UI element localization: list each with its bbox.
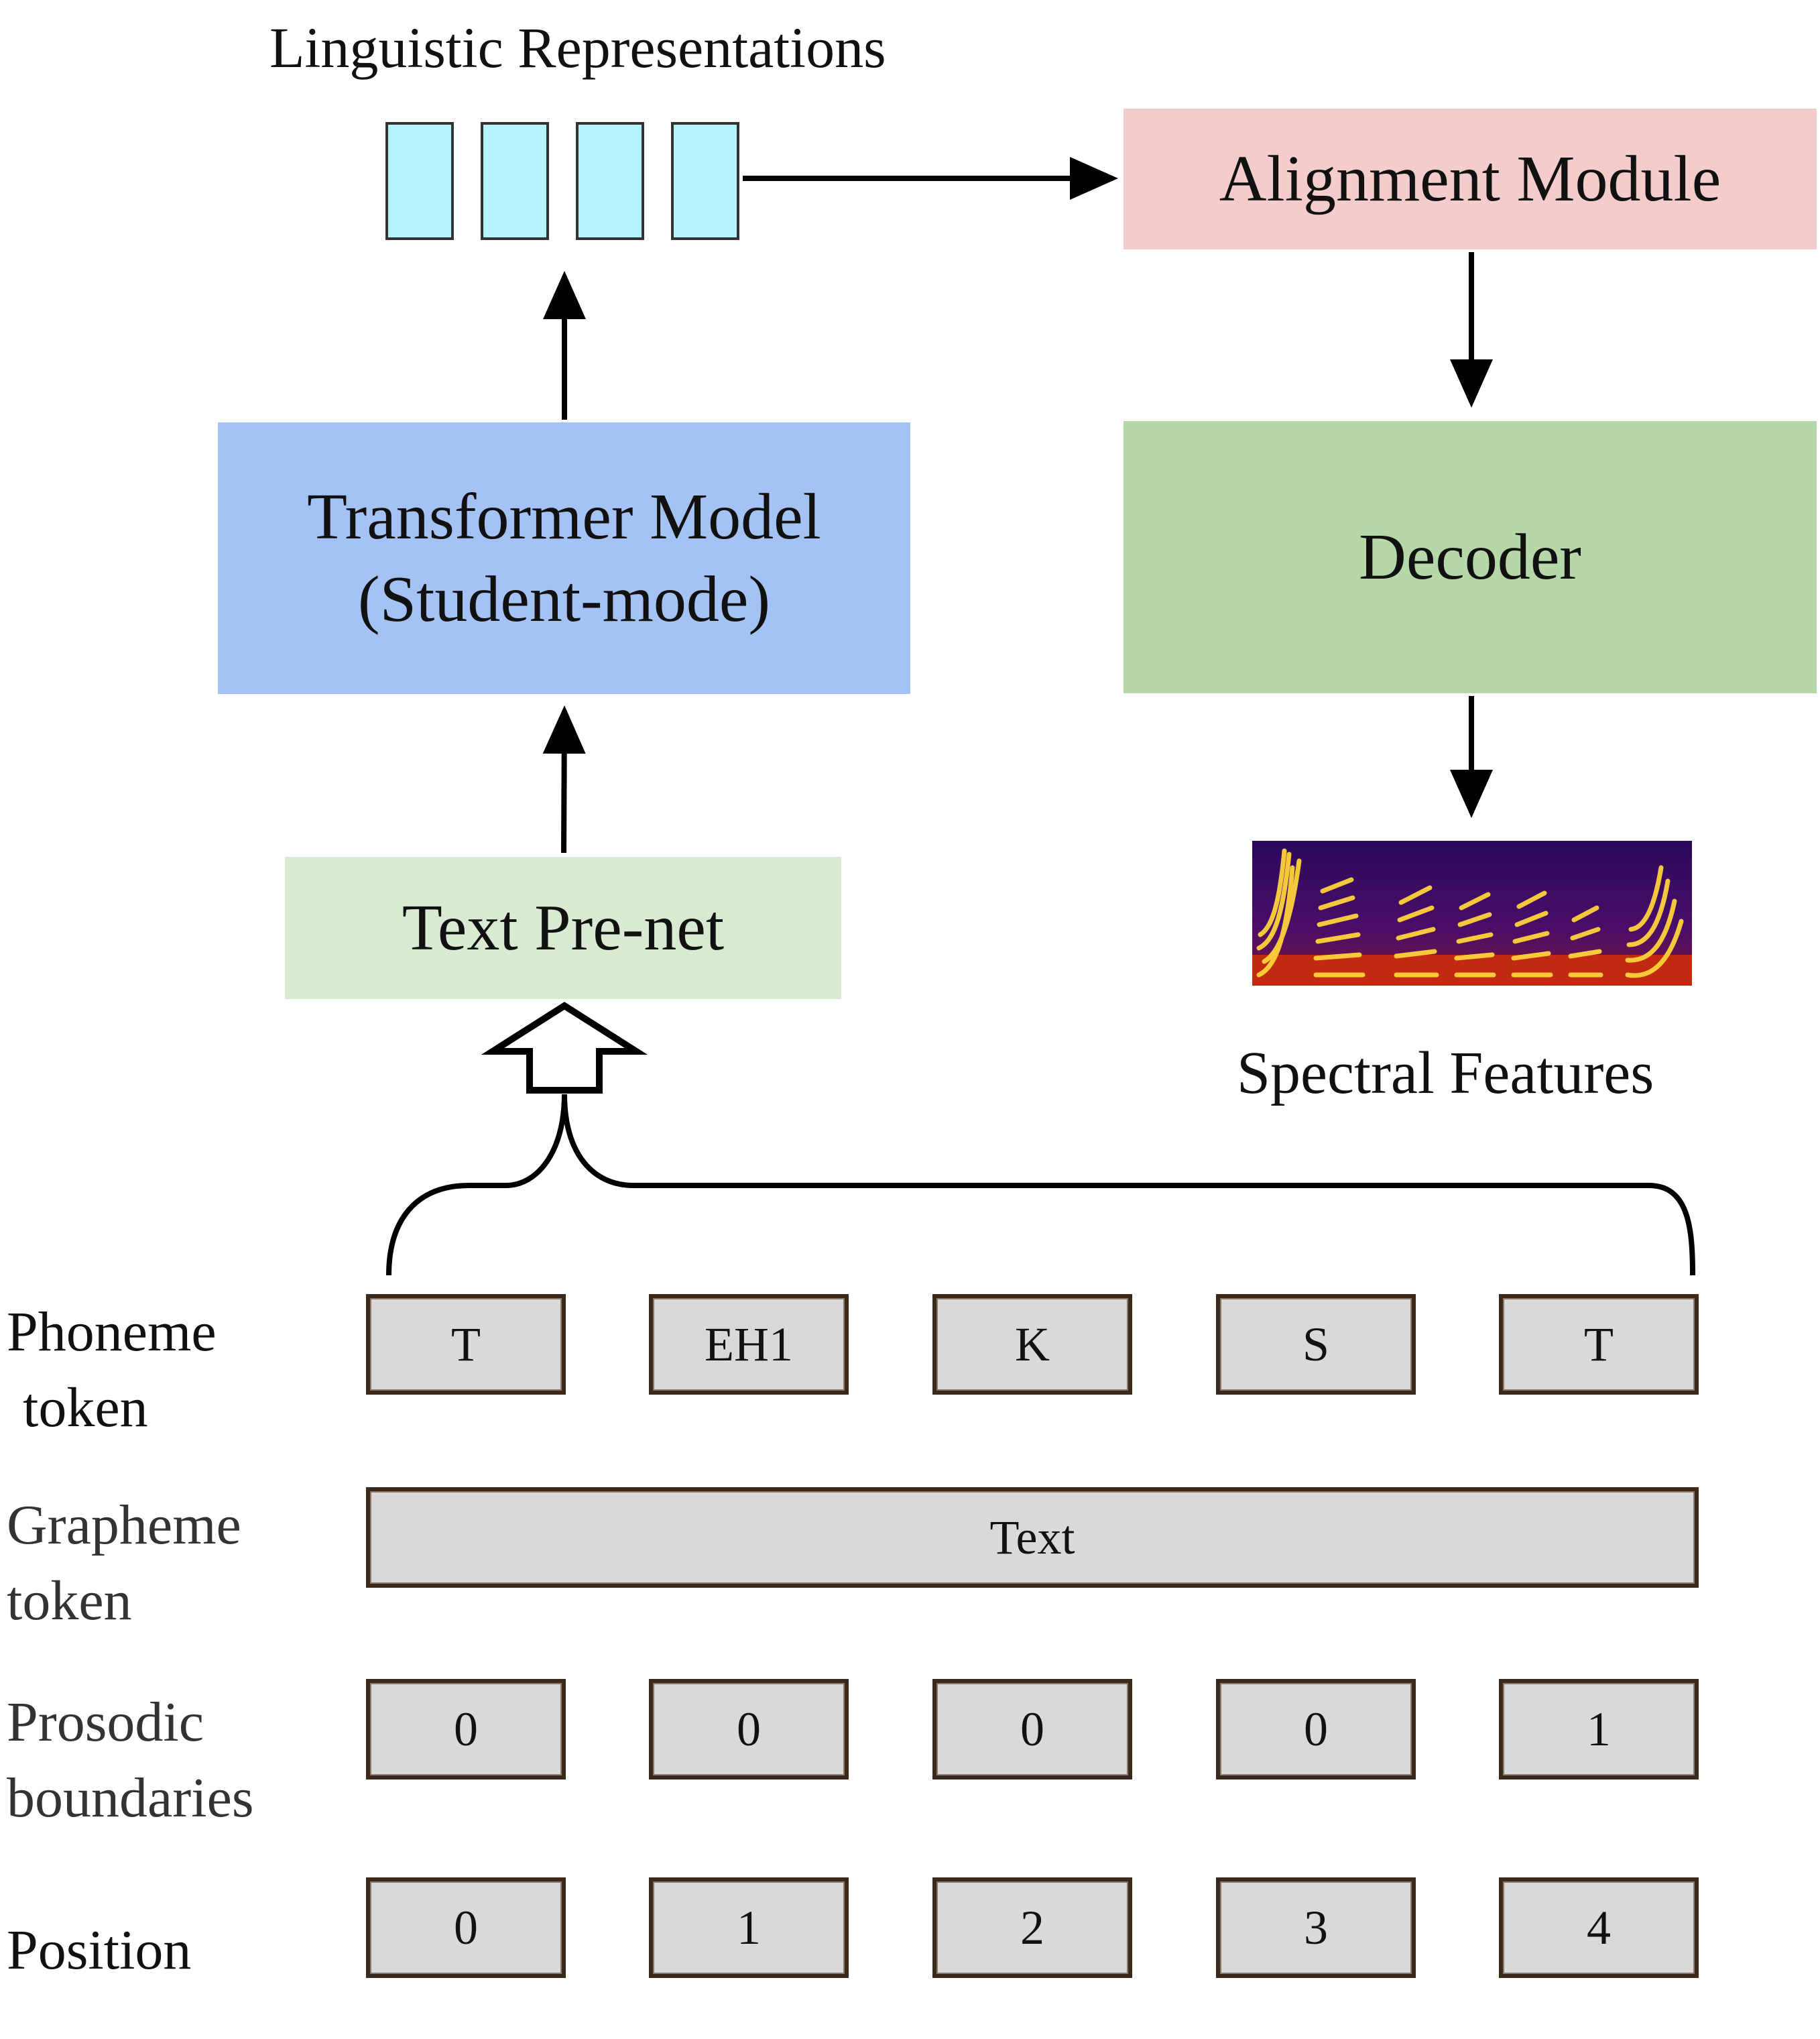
decoder-label: Decoder [1359, 520, 1581, 593]
input-brace [386, 1094, 1695, 1276]
phoneme-label-line1: Phoneme [7, 1301, 217, 1363]
position-token: 2 [932, 1877, 1132, 1978]
prosodic-label-line1: Prosodic [7, 1691, 204, 1753]
prosodic-token: 0 [366, 1679, 566, 1780]
phoneme-label-line2: token [23, 1377, 148, 1440]
phoneme-token: S [1216, 1294, 1416, 1395]
phoneme-row-label: Phoneme token [7, 1294, 217, 1446]
prosodic-token: 0 [932, 1679, 1132, 1780]
grapheme-label-line1: Grapheme [7, 1494, 241, 1556]
spectrogram-image [1252, 841, 1692, 986]
grapheme-row-label: Grapheme token [7, 1487, 241, 1639]
prosodic-label-line2: boundaries [7, 1767, 254, 1830]
prosodic-token: 0 [649, 1679, 849, 1780]
phoneme-token: K [932, 1294, 1132, 1395]
transformer-model-box: Transformer Model (Student-mode) [218, 422, 910, 694]
prosodic-token: 0 [1216, 1679, 1416, 1780]
prosodic-row-label: Prosodic boundaries [7, 1684, 254, 1837]
linguistic-cell-1 [385, 122, 454, 240]
linguistic-representations-title: Linguistic Representations [269, 15, 886, 80]
linguistic-cell-3 [576, 122, 644, 240]
alignment-module-box: Alignment Module [1124, 109, 1817, 249]
transformer-label-line2: (Student-mode) [357, 563, 771, 636]
position-label: Position [7, 1919, 192, 1981]
position-token: 1 [649, 1877, 849, 1978]
linguistic-cell-4 [671, 122, 739, 240]
text-prenet-box: Text Pre-net [285, 857, 841, 999]
decoder-box: Decoder [1124, 421, 1817, 693]
grapheme-label-line2: token [7, 1570, 132, 1633]
position-token: 4 [1499, 1877, 1699, 1978]
position-token: 0 [366, 1877, 566, 1978]
linguistic-cell-2 [481, 122, 549, 240]
phoneme-token: T [1499, 1294, 1699, 1395]
phoneme-token: EH1 [649, 1294, 849, 1395]
hollow-up-arrow [481, 1002, 648, 1094]
alignment-module-label: Alignment Module [1219, 142, 1721, 215]
phoneme-token: T [366, 1294, 566, 1395]
transformer-label-line1: Transformer Model [307, 481, 821, 553]
spectral-features-label: Spectral Features [1237, 1040, 1654, 1106]
text-prenet-label: Text Pre-net [402, 891, 725, 964]
position-token: 3 [1216, 1877, 1416, 1978]
prosodic-token: 1 [1499, 1679, 1699, 1780]
position-row-label: Position [7, 1912, 191, 1988]
grapheme-token: Text [366, 1487, 1699, 1588]
